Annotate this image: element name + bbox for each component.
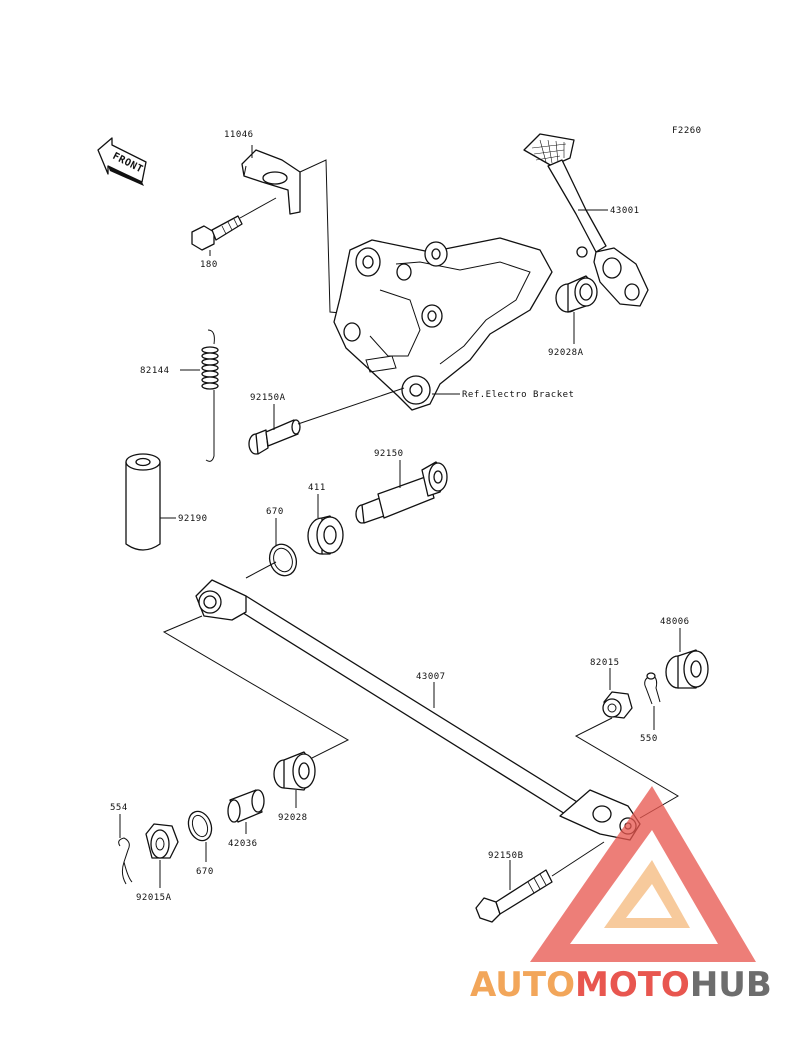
part-42036-collar	[227, 789, 265, 823]
label-82144: 82144	[140, 366, 170, 376]
part-411-washer	[307, 515, 344, 555]
label-82015: 82015	[590, 658, 620, 668]
front-arrow-icon: FRONT	[97, 137, 147, 186]
part-92150A-pin	[248, 419, 301, 455]
label-180: 180	[200, 260, 218, 270]
part-92150-bolt	[355, 461, 448, 524]
label-550: 550	[640, 734, 658, 744]
label-42036: 42036	[228, 839, 258, 849]
label-670-top: 670	[266, 507, 284, 517]
part-43007-rod	[195, 579, 641, 841]
automotohub-logo	[530, 786, 756, 962]
label-43001: 43001	[610, 206, 640, 216]
part-92150B-bolt	[475, 869, 553, 923]
part-92190-sleeve	[125, 453, 161, 551]
watermark-text: AUTOMOTOHUB	[470, 965, 772, 1005]
part-670-oring-top	[268, 543, 298, 577]
label-92150B: 92150B	[488, 851, 524, 861]
part-180-bolt	[191, 215, 243, 251]
part-550-cotter-pin	[644, 672, 661, 705]
part-11046-clamp	[241, 149, 301, 215]
label-670-bottom: 670	[196, 867, 214, 877]
label-ref-electro-bracket: Ref.Electro Bracket	[462, 390, 574, 400]
part-554-clip	[118, 837, 133, 885]
watermark-hub: HUB	[690, 965, 772, 1005]
part-bracket	[333, 237, 553, 411]
part-43001-pedal	[523, 133, 649, 307]
part-670-oring-bottom	[187, 810, 213, 842]
part-82144-spring	[201, 329, 219, 462]
diagram-code: F2260	[672, 126, 702, 136]
label-92028A: 92028A	[548, 348, 584, 358]
label-92150: 92150	[374, 449, 404, 459]
part-48006-bushing	[665, 649, 709, 689]
part-92028-bushing	[273, 751, 316, 791]
label-11046: 11046	[224, 130, 254, 140]
label-92028: 92028	[278, 813, 308, 823]
part-92028A-bushing	[555, 275, 598, 313]
label-411: 411	[308, 483, 326, 493]
part-82015-nut	[602, 691, 633, 719]
label-92150A: 92150A	[250, 393, 286, 403]
watermark-moto: MOTO	[575, 965, 690, 1005]
label-48006: 48006	[660, 617, 690, 627]
watermark-auto: AUTO	[470, 965, 575, 1005]
part-92015A-nut	[145, 823, 179, 859]
label-43007: 43007	[416, 672, 446, 682]
label-92015A: 92015A	[136, 893, 172, 903]
label-92190: 92190	[178, 514, 208, 524]
label-554: 554	[110, 803, 128, 813]
